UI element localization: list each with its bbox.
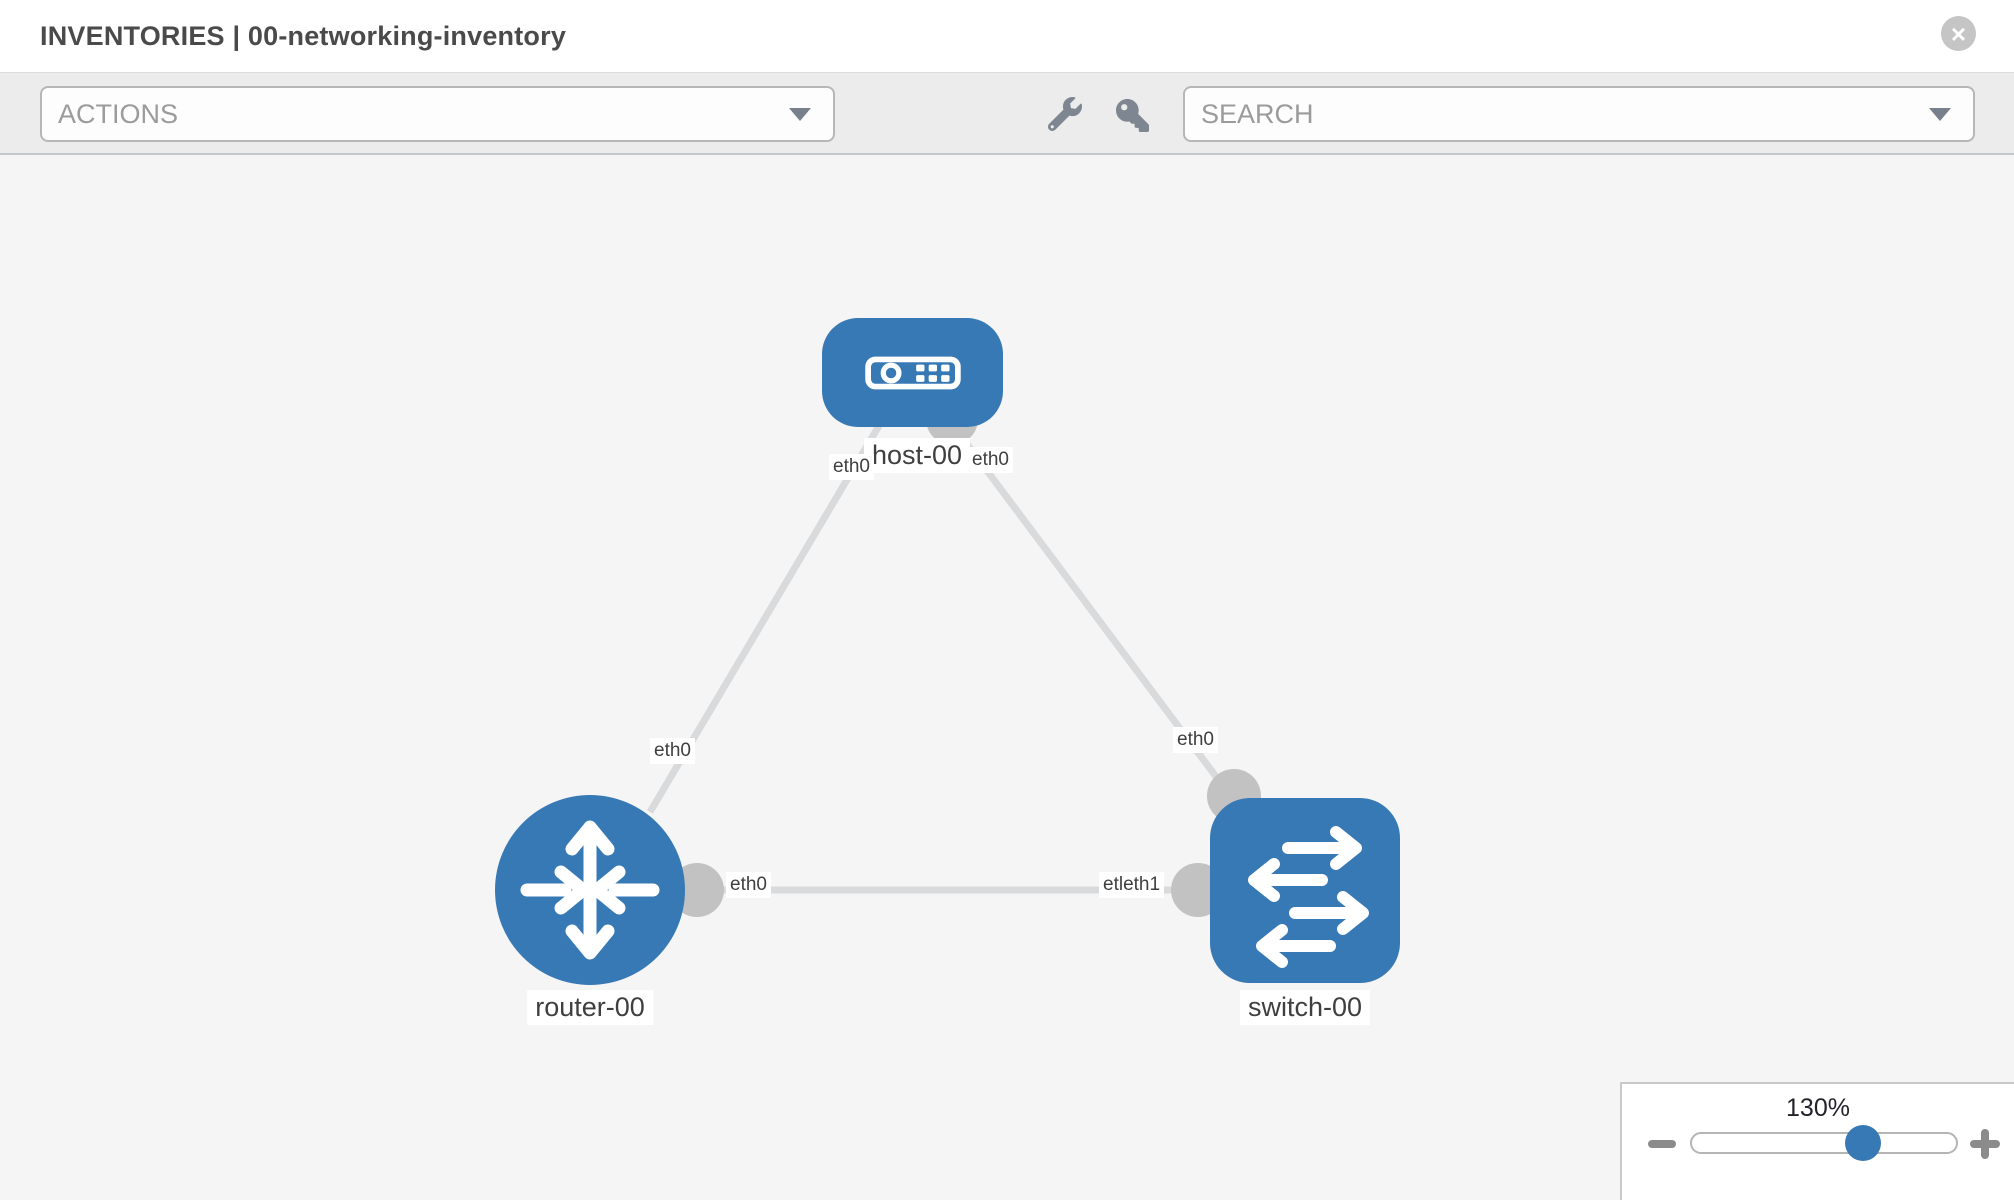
router-icon bbox=[520, 820, 660, 960]
close-button[interactable]: × bbox=[1941, 16, 1976, 51]
switch-icon bbox=[1248, 826, 1369, 968]
search-dropdown-label: SEARCH bbox=[1201, 98, 1314, 129]
interface-label: eth0 bbox=[968, 447, 1013, 473]
node-label-switch: switch-00 bbox=[1239, 990, 1371, 1025]
close-icon: × bbox=[1950, 18, 1967, 49]
key-icon bbox=[1116, 99, 1149, 132]
page-title: INVENTORIES | 00-networking-inventory bbox=[40, 21, 567, 51]
search-dropdown[interactable]: SEARCH bbox=[1183, 86, 1975, 142]
interface-label: eth0 bbox=[726, 872, 771, 898]
interface-label: etleth1 bbox=[1099, 872, 1165, 898]
zoom-slider-thumb[interactable] bbox=[1845, 1125, 1881, 1161]
interface-label: eth0 bbox=[1173, 727, 1218, 753]
node-host-00[interactable] bbox=[822, 318, 1003, 427]
interface-label: eth0 bbox=[650, 738, 695, 764]
wrench-icon bbox=[1048, 97, 1082, 131]
zoom-in-button[interactable] bbox=[1970, 1129, 2000, 1159]
zoom-slider-track[interactable] bbox=[1690, 1132, 1958, 1154]
node-label-router: router-00 bbox=[527, 990, 653, 1025]
interface-label: eth0 bbox=[829, 454, 874, 480]
actions-dropdown-label: ACTIONS bbox=[58, 98, 179, 129]
credentials-button[interactable] bbox=[1116, 99, 1149, 132]
plus-icon bbox=[1981, 1129, 1989, 1159]
node-label-host: host-00 bbox=[863, 438, 971, 473]
toolbar: ACTIONS SEARCH bbox=[0, 73, 2014, 155]
actions-dropdown[interactable]: ACTIONS bbox=[40, 86, 835, 142]
chevron-down-icon bbox=[1929, 108, 1951, 121]
chevron-down-icon bbox=[789, 108, 811, 121]
host-icon bbox=[864, 356, 961, 389]
zoom-out-button[interactable] bbox=[1648, 1140, 1676, 1148]
node-switch-00[interactable] bbox=[1210, 798, 1400, 983]
zoom-level-value: 130% bbox=[1786, 1094, 1850, 1122]
page-header: INVENTORIES | 00-networking-inventory × bbox=[0, 0, 2014, 73]
zoom-control-panel: 130% bbox=[1620, 1082, 2014, 1200]
configure-button[interactable] bbox=[1048, 97, 1082, 131]
node-router-00[interactable] bbox=[495, 795, 685, 985]
